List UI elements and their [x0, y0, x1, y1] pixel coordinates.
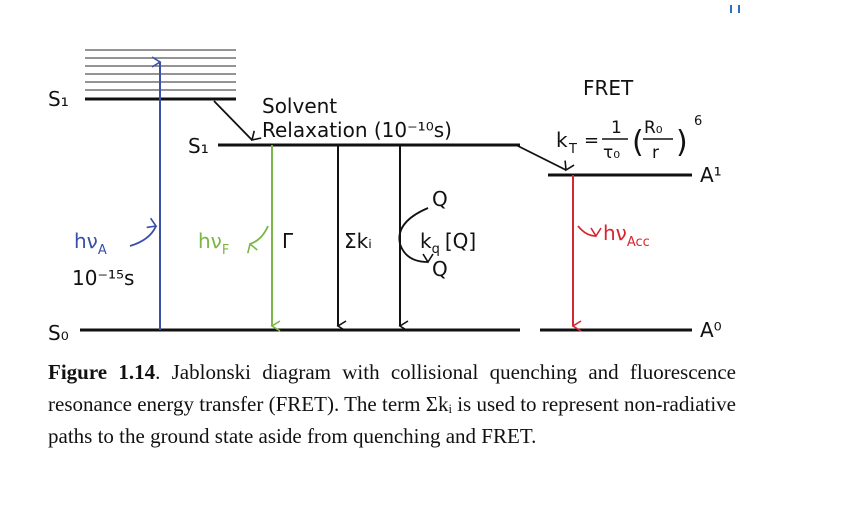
label-a1: A¹ [700, 163, 722, 187]
label-hv-acc: hνAcc [603, 221, 650, 250]
label-solvent: Solvent [262, 94, 337, 118]
label-q-bottom: Q [432, 257, 448, 281]
figure-caption-label: Figure 1.14 [48, 360, 156, 384]
kq-concentration: [Q] [445, 229, 476, 253]
kt-exponent: 6 [694, 114, 702, 129]
acceptor-photon-curve [577, 225, 602, 238]
absorption-photon-curve [129, 217, 158, 247]
hv-f-symbol: hν [198, 229, 222, 253]
label-relaxation: Relaxation (10⁻¹⁰s) [262, 118, 452, 142]
kt-r: r [652, 143, 659, 163]
label-absorption-time: 10⁻¹⁵s [72, 266, 134, 290]
label-s1-relaxed: S₁ [188, 134, 209, 158]
kt-denominator: τ₀ [603, 143, 620, 163]
label-a0: A⁰ [700, 318, 722, 342]
fret-transfer-arrow [515, 144, 575, 172]
hv-f-subscript: F [222, 243, 229, 258]
kt-symbol: k [556, 128, 568, 152]
fret-rate-equation: k T = 1 τ₀ ( R₀ r ) 6 [556, 114, 702, 163]
label-q-top: Q [432, 187, 448, 211]
page-corner-mark [730, 0, 742, 13]
fluorescence-photon-curve [247, 225, 269, 254]
jablonski-diagram: S₁ S₁ S₀ A¹ A⁰ Solvent Relaxation (10⁻¹⁰… [48, 49, 722, 345]
kt-numerator: 1 [611, 118, 622, 138]
hv-acc-symbol: hν [603, 221, 627, 245]
label-s1-upper: S₁ [48, 87, 69, 111]
hv-a-subscript: A [98, 243, 107, 258]
kt-equals: = [584, 130, 599, 151]
label-fret: FRET [583, 76, 634, 100]
hv-a-symbol: hν [74, 229, 98, 253]
label-hv-f: hνF [198, 229, 229, 258]
kt-open-paren: ( [632, 125, 644, 160]
label-kq: kq [Q] [420, 229, 476, 257]
quencher-curve [398, 207, 434, 264]
label-s0: S₀ [48, 321, 69, 345]
solvent-relaxation-arrow [213, 100, 262, 142]
label-sum-ki: Σkᵢ [344, 229, 372, 253]
kq-symbol: k [420, 229, 432, 253]
kt-subscript: T [568, 142, 577, 157]
figure-caption-text: . Jablonski diagram with collisional que… [48, 360, 736, 448]
label-gamma: Γ [282, 229, 294, 253]
figure-caption: Figure 1.14. Jablonski diagram with coll… [48, 356, 736, 452]
kt-close-paren: ) [676, 125, 688, 160]
label-hv-a: hνA [74, 229, 107, 258]
hv-acc-subscript: Acc [627, 235, 650, 250]
kt-r0: R₀ [644, 118, 663, 138]
kq-subscript: q [432, 242, 440, 257]
